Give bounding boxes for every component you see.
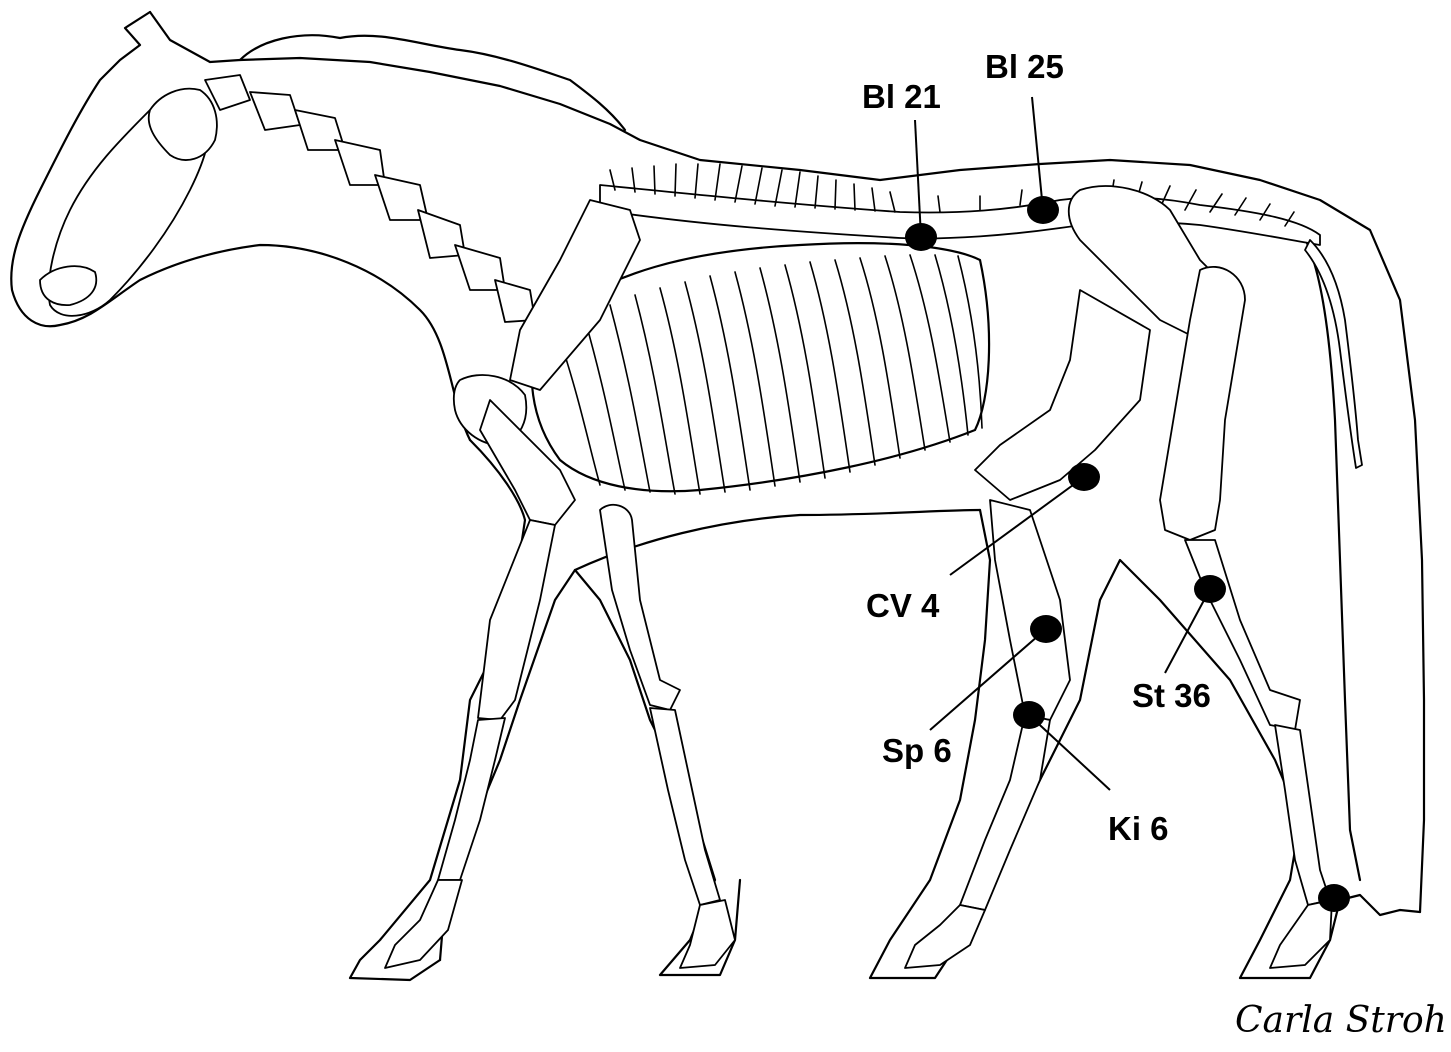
skull-bones: [40, 89, 217, 316]
spine: [600, 164, 1320, 245]
acupoint-st36: [1194, 575, 1226, 603]
label-bl21: Bl 21: [862, 78, 941, 115]
hindleg-bones: [905, 500, 1332, 968]
acupoint-hock: [1318, 884, 1350, 912]
shoulder-bones: [454, 200, 640, 525]
pelvis-bones: [975, 186, 1245, 540]
label-sp6: Sp 6: [882, 732, 952, 769]
artist-signature: Carla Stroh: [1235, 1000, 1447, 1041]
tail-vertebrae: [1305, 240, 1362, 468]
label-cv4: CV 4: [866, 587, 940, 624]
foreleg-bones: [385, 505, 735, 968]
label-st36: St 36: [1132, 677, 1211, 714]
acupoint-cv4: [1068, 463, 1100, 491]
neck-vertebrae: [205, 75, 535, 322]
label-ki6: Ki 6: [1108, 810, 1169, 847]
acupoint-markers: [905, 196, 1350, 912]
leader-bl25: [1032, 97, 1043, 210]
acupoint-bl25: [1027, 196, 1059, 224]
acupoint-sp6: [1030, 615, 1062, 643]
acupoint-ki6: [1013, 701, 1045, 729]
acupoint-bl21: [905, 223, 937, 251]
label-bl25: Bl 25: [985, 48, 1064, 85]
